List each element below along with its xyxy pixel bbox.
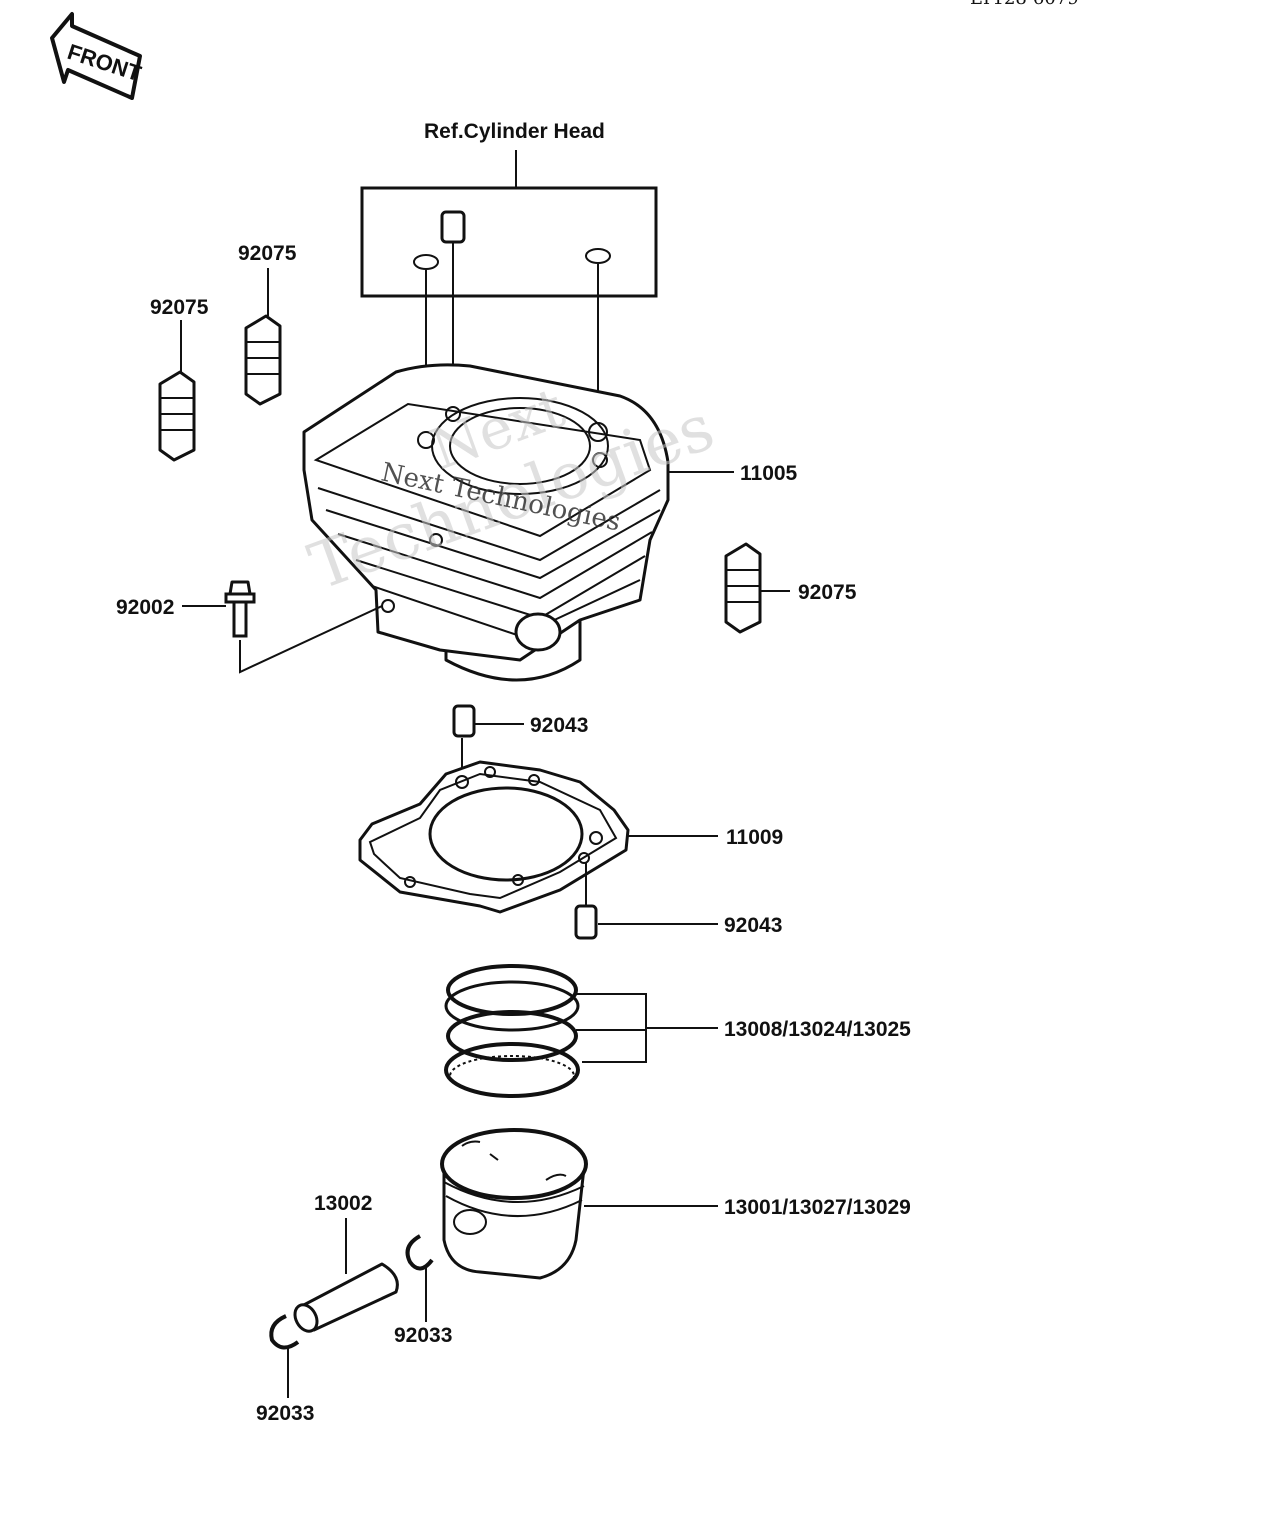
cylinder-11005 xyxy=(302,363,670,682)
label-piston: 13001/13027/13029 xyxy=(724,1196,911,1219)
label-92075-left: 92075 xyxy=(150,296,209,319)
piston-rings xyxy=(444,964,580,1098)
label-92002: 92002 xyxy=(116,596,174,619)
label-92043-lower: 92043 xyxy=(724,914,782,937)
corner-code: LT128-6079 xyxy=(970,0,1079,9)
label-92033-left: 92033 xyxy=(256,1402,314,1425)
ref-cylinder-head-label: Ref.Cylinder Head xyxy=(424,120,605,143)
gasket-11009 xyxy=(358,760,630,914)
label-13002: 13002 xyxy=(314,1192,372,1215)
damper-92075-left xyxy=(158,370,196,462)
label-11009: 11009 xyxy=(726,826,783,849)
damper-92075-upper xyxy=(244,314,282,406)
label-92043-upper: 92043 xyxy=(530,714,588,737)
bolt-92002 xyxy=(224,580,256,638)
piston xyxy=(440,1128,588,1280)
damper-92075-right xyxy=(724,542,762,634)
front-arrow-icon: FRONT xyxy=(50,12,145,100)
label-11005: 11005 xyxy=(740,462,798,485)
ref-cylinder-head-box: Ref.Cylinder Head xyxy=(360,120,658,298)
piston-pin-13002 xyxy=(293,1262,399,1333)
circlip-92033-left xyxy=(269,1314,300,1350)
dowel-92043-upper xyxy=(452,704,476,738)
dowel-92043-lower xyxy=(574,904,598,940)
label-92075-upper: 92075 xyxy=(238,242,297,265)
circlip-92033-right xyxy=(405,1234,434,1271)
label-92075-right: 92075 xyxy=(798,581,857,604)
label-92033-right: 92033 xyxy=(394,1324,452,1347)
label-piston-rings: 13008/13024/13025 xyxy=(724,1018,911,1041)
